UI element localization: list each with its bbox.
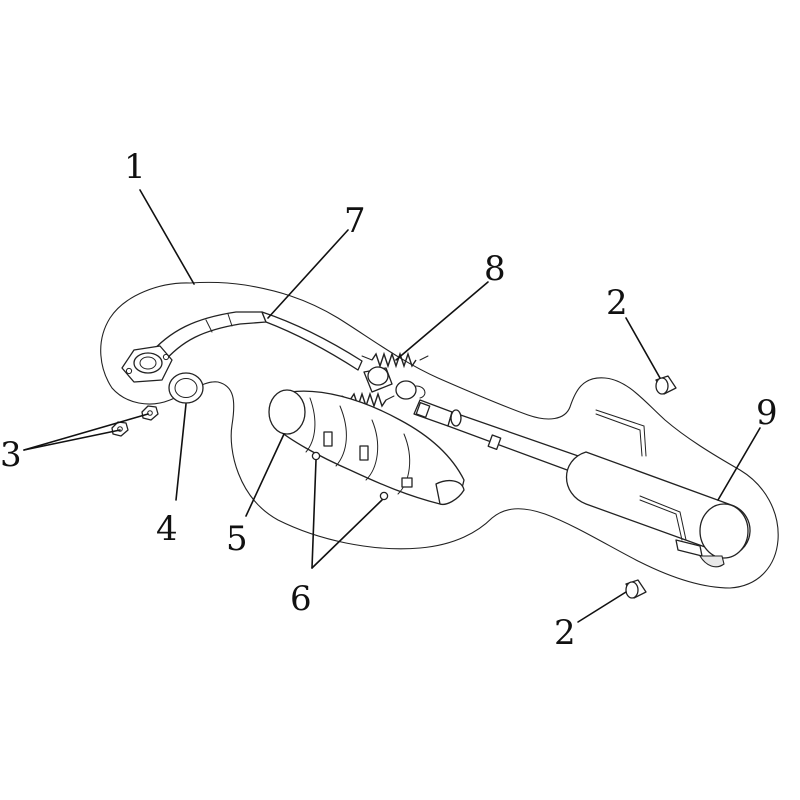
callout-7: 7	[344, 201, 366, 241]
callout-5: 5	[226, 519, 248, 559]
callout-9: 9	[756, 393, 778, 433]
exhaust-system-outline	[100, 281, 779, 589]
heat-shield	[268, 389, 465, 506]
rubber-bushing	[625, 375, 677, 599]
callout-3: 3	[0, 435, 22, 475]
callout-4: 4	[156, 509, 178, 549]
joint-spring	[341, 351, 429, 409]
callout-1: 1	[124, 147, 146, 187]
flange-nut	[111, 405, 159, 437]
muffler	[565, 409, 751, 568]
callout-2-lower: 2	[554, 613, 576, 653]
header-pipe	[121, 311, 363, 383]
leader-lines	[23, 189, 761, 623]
exhaust-gasket-ring	[168, 372, 204, 404]
callout-2-upper: 2	[606, 283, 628, 323]
shield-screw	[311, 451, 389, 501]
callout-8: 8	[484, 249, 506, 289]
callout-6: 6	[290, 579, 312, 619]
